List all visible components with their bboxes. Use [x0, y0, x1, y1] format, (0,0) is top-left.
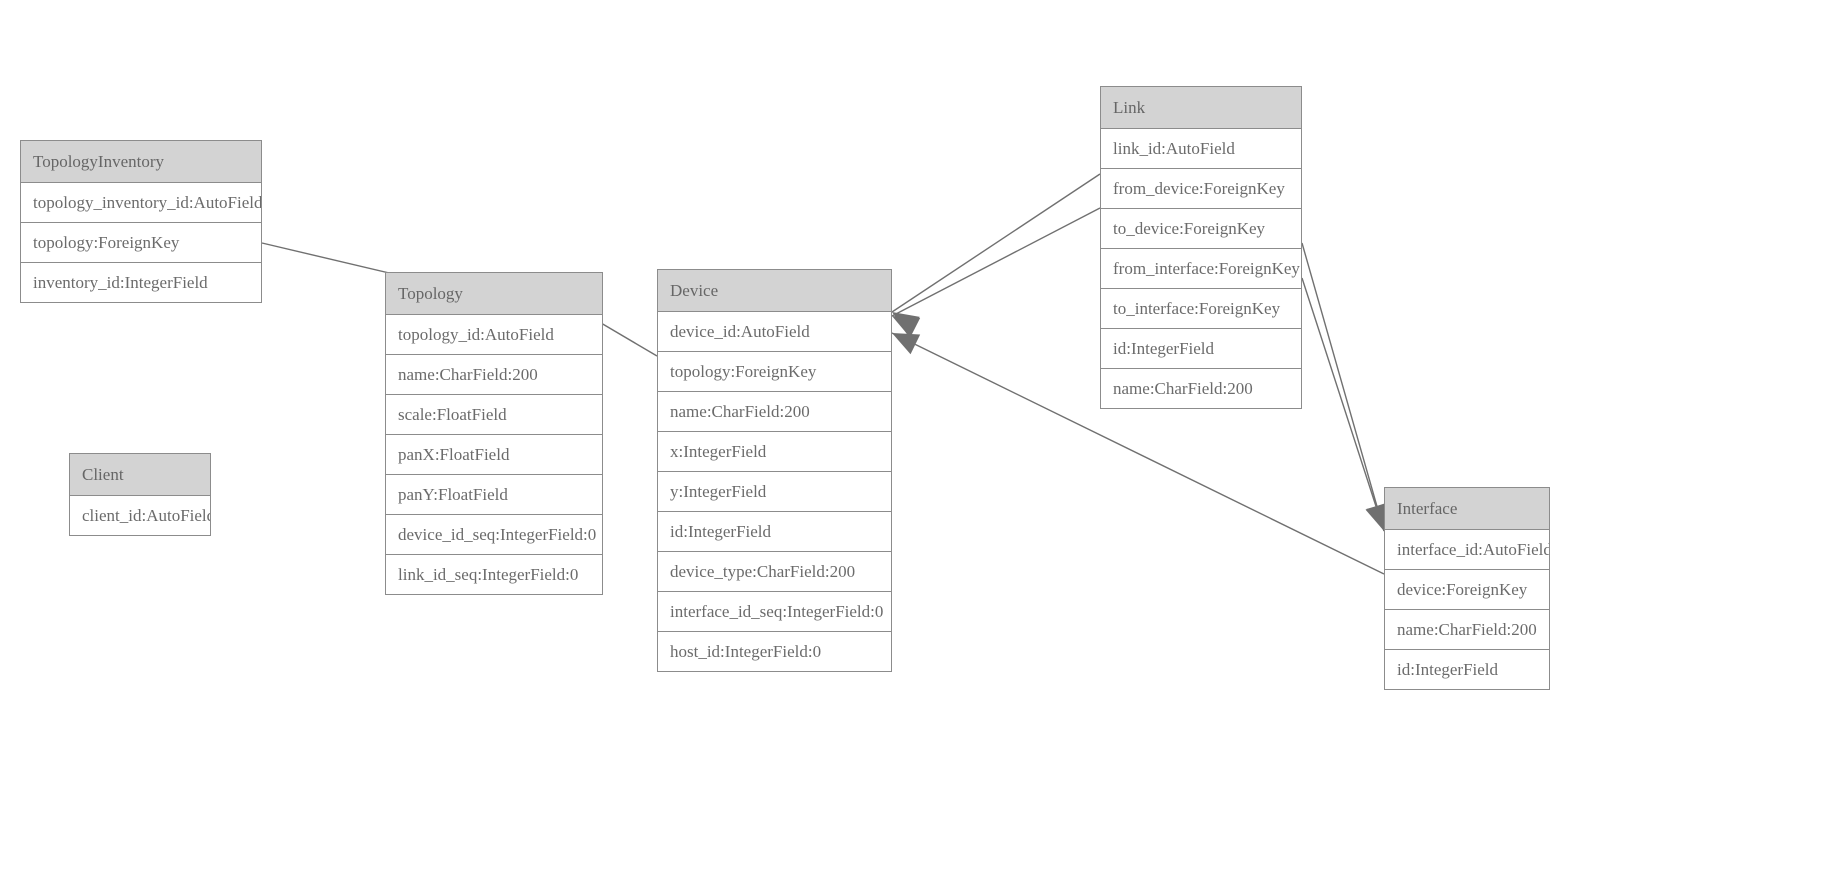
entity-field-row: name:CharField:200	[386, 355, 602, 395]
entity-field-row: device:ForeignKey	[1385, 570, 1549, 610]
entity-field-row: topology:ForeignKey	[658, 352, 891, 392]
entity-field-row: to_device:ForeignKey	[1101, 209, 1301, 249]
entity-field-row: host_id:IntegerField:0	[658, 632, 891, 671]
entity-field-row: interface_id_seq:IntegerField:0	[658, 592, 891, 632]
entity-field-row: from_interface:ForeignKey	[1101, 249, 1301, 289]
relationship-edge	[1301, 242, 1388, 532]
entity-field-row: interface_id:AutoField	[1385, 530, 1549, 570]
entity-field-row: topology_inventory_id:AutoField	[21, 183, 261, 223]
entity-field-list: client_id:AutoField	[70, 496, 210, 535]
relationship-line	[891, 207, 1101, 317]
entity-field-row: id:IntegerField	[658, 512, 891, 552]
relationship-edge	[891, 173, 1101, 336]
entity-title-device: Device	[658, 270, 891, 312]
relationship-edge	[891, 207, 1101, 338]
entity-field-row: y:IntegerField	[658, 472, 891, 512]
entity-field-row: topology_id:AutoField	[386, 315, 602, 355]
entity-title-topology: Topology	[386, 273, 602, 315]
relationship-line	[1301, 242, 1385, 532]
entity-title-client: Client	[70, 454, 210, 496]
entity-field-row: link_id_seq:IntegerField:0	[386, 555, 602, 594]
entity-field-row: name:CharField:200	[1101, 369, 1301, 408]
entity-field-row: panX:FloatField	[386, 435, 602, 475]
entity-field-row: id:IntegerField	[1385, 650, 1549, 689]
relationship-arrowhead-icon	[892, 333, 921, 355]
entity-title-link: Link	[1101, 87, 1301, 129]
entity-field-row: link_id:AutoField	[1101, 129, 1301, 169]
relationship-line	[1301, 277, 1385, 532]
entity-field-row: device_type:CharField:200	[658, 552, 891, 592]
relationship-line	[891, 173, 1101, 313]
entity-field-row: name:CharField:200	[1385, 610, 1549, 650]
entity-title-interface: Interface	[1385, 488, 1549, 530]
entity-field-row: device_id:AutoField	[658, 312, 891, 352]
entity-field-row: to_interface:ForeignKey	[1101, 289, 1301, 329]
entity-field-row: device_id_seq:IntegerField:0	[386, 515, 602, 555]
entity-field-row: topology:ForeignKey	[21, 223, 261, 263]
entity-field-row: client_id:AutoField	[70, 496, 210, 535]
entity-field-row: x:IntegerField	[658, 432, 891, 472]
entity-title-topology_inventory: TopologyInventory	[21, 141, 261, 183]
relationship-edge	[1301, 277, 1387, 532]
entity-field-row: scale:FloatField	[386, 395, 602, 435]
entity-field-row: from_device:ForeignKey	[1101, 169, 1301, 209]
entity-field-row: id:IntegerField	[1101, 329, 1301, 369]
entity-field-row: name:CharField:200	[658, 392, 891, 432]
relationship-line	[600, 322, 658, 357]
entity-field-row: panY:FloatField	[386, 475, 602, 515]
entity-field-row: inventory_id:IntegerField	[21, 263, 261, 302]
